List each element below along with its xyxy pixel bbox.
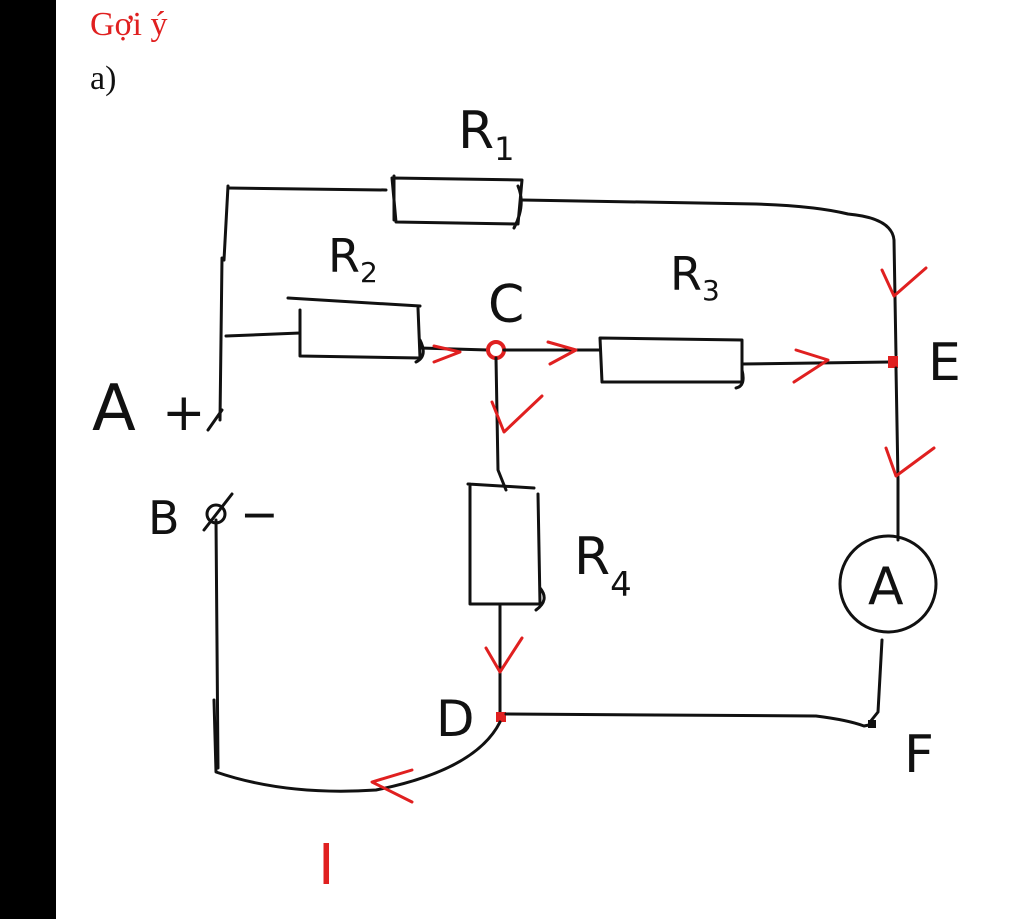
label-terminal-A: A — [92, 372, 136, 446]
arrow-C-R4 — [490, 394, 544, 434]
wire-D-F — [504, 712, 876, 728]
label-ammeter: A — [868, 557, 904, 617]
label-node-D: D — [436, 690, 475, 748]
arrow-R2-C — [432, 344, 462, 364]
terminal-B-slash — [202, 492, 234, 532]
arrow-R4-D — [484, 636, 524, 674]
resistor-R1 — [390, 174, 524, 230]
label-R2: R2 — [328, 229, 378, 289]
wire-E-ammeter — [894, 366, 900, 542]
resistor-R2 — [286, 296, 425, 364]
node-D — [496, 712, 506, 722]
node-C — [486, 340, 506, 360]
label-node-F: F — [904, 725, 934, 785]
node-E — [888, 356, 898, 368]
page: Gợi ý a) — [56, 0, 1024, 919]
wire-ammeter-F — [868, 638, 884, 724]
wire-R2-left — [224, 331, 302, 338]
wire-R3-E — [740, 360, 894, 366]
label-node-C: C — [488, 275, 524, 335]
circuit-diagram: R1 R2 R3 R4 C E D F A + B − A I — [92, 101, 961, 898]
arrow-C-R3 — [546, 340, 578, 366]
label-R3: R3 — [670, 247, 720, 307]
arrow-R3-E — [792, 348, 830, 384]
label-node-E: E — [928, 333, 961, 393]
label-terminal-A-sign: + — [162, 383, 206, 443]
label-R4: R4 — [574, 527, 632, 605]
ammeter-circle — [838, 534, 938, 634]
heading-hint: Gợi ý — [90, 6, 168, 43]
arrow-E-ammeter — [884, 446, 936, 478]
label-terminal-B: B — [148, 491, 180, 545]
wire-left-A — [218, 184, 230, 422]
label-R1: R1 — [458, 101, 515, 168]
arrow-D-B — [370, 768, 414, 804]
resistor-R4 — [466, 482, 546, 612]
wire-top — [226, 186, 898, 357]
terminal-A-mark — [206, 408, 224, 432]
label-terminal-B-sign: − — [240, 487, 279, 541]
terminal-B — [205, 503, 227, 525]
wire-C-R4 — [494, 356, 508, 492]
label-current-I: I — [318, 833, 335, 898]
part-label: a) — [90, 60, 117, 97]
node-F — [868, 720, 876, 728]
arrow-top-E — [880, 266, 928, 298]
wire-D-B — [212, 518, 502, 793]
wire-R2-C — [418, 346, 490, 352]
resistor-R3 — [598, 336, 745, 390]
